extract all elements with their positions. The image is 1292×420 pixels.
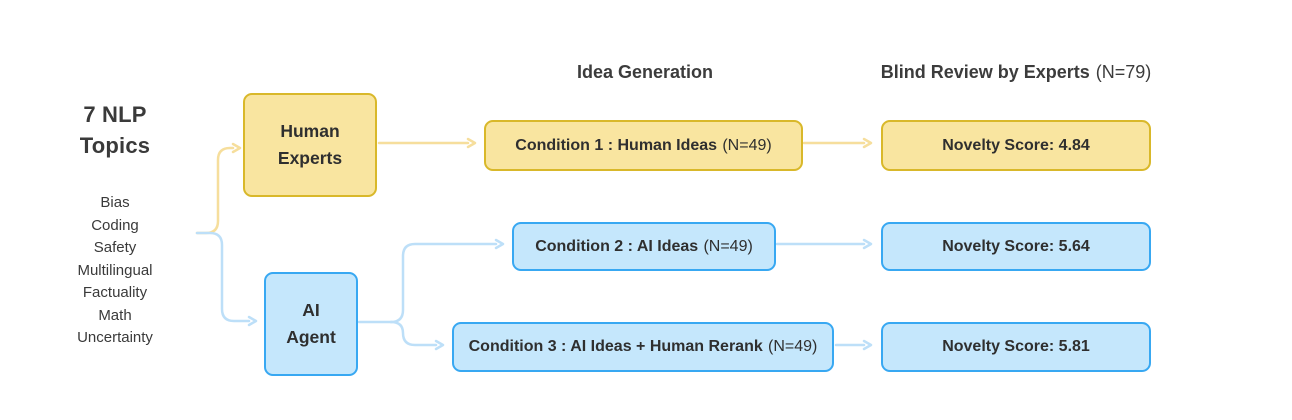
condition-1-count: (N=49) [722, 136, 772, 154]
novelty-score-3-label: Novelty Score: 5.81 [942, 338, 1090, 355]
ai-agent-box: AI Agent [264, 272, 358, 376]
condition-3-count: (N=49) [768, 338, 818, 355]
novelty-score-3-box: Novelty Score: 5.81 [881, 322, 1151, 372]
human-experts-box: Human Experts [243, 93, 377, 197]
condition-2-label: Condition 2 : AI Ideas [535, 237, 699, 255]
condition-2-box: Condition 2 : AI Ideas(N=49) [512, 222, 776, 271]
topics-title-line1: 7 NLP [83, 102, 147, 127]
condition-2-count: (N=49) [703, 237, 753, 255]
topic-item: Math [98, 306, 132, 324]
blind-review-header-count: (N=79) [1095, 62, 1152, 82]
topic-item: Bias [100, 194, 130, 211]
novelty-score-2-label: Novelty Score: 5.64 [942, 237, 1090, 255]
condition-1-box: Condition 1 : Human Ideas(N=49) [484, 120, 803, 171]
novelty-score-1-label: Novelty Score: 4.84 [942, 136, 1090, 154]
topic-item: Safety [93, 239, 137, 256]
topic-item: Coding [91, 216, 139, 234]
novelty-score-2-box: Novelty Score: 5.64 [881, 222, 1151, 271]
ai-agent-label-line1: AI [302, 300, 320, 320]
blind-review-header: Blind Review by Experts(N=79) [866, 62, 1166, 83]
topic-item: Factuality [82, 284, 148, 301]
topics-title: 7 NLP Topics [40, 99, 190, 161]
human-experts-label-line1: Human [280, 121, 340, 141]
topic-item: Multilingual [77, 261, 153, 279]
condition-3-box: Condition 3 : AI Ideas + Human Rerank (N=… [452, 322, 834, 372]
condition-1-label: Condition 1 : Human Ideas [515, 136, 718, 154]
arrow-topics-to-human [195, 142, 242, 235]
arrow-topics-to-ai [195, 231, 258, 327]
topics-title-line2: Topics [79, 133, 151, 158]
idea-generation-header: Idea Generation [576, 62, 714, 82]
topics-list: Bias Coding Safety Multilingual Factuali… [40, 192, 190, 350]
novelty-score-1-box: Novelty Score: 4.84 [881, 120, 1151, 171]
condition-3-label: Condition 3 : AI Ideas + Human Rerank [468, 338, 763, 355]
human-experts-label-line2: Experts [277, 148, 343, 168]
ai-agent-label-line2: Agent [286, 327, 336, 347]
arrow-ai-to-condition2 [389, 238, 505, 324]
arrow-ai-to-condition3 [389, 320, 445, 351]
blind-review-header-bold: Blind Review by Experts [880, 62, 1090, 82]
topic-item: Uncertainty [77, 329, 153, 346]
